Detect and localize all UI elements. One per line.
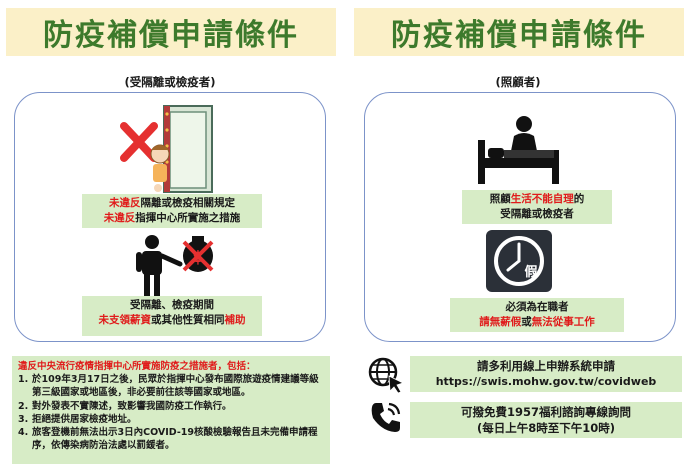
right-title-band: 防疫補償申請條件 xyxy=(354,8,684,56)
right-condition-box-2: 必須為在職者 請無薪假或無法從事工作 xyxy=(450,298,624,332)
globe-cursor-icon xyxy=(368,357,405,394)
right-subtitle: (照顧者) xyxy=(495,75,541,89)
bed-icon xyxy=(478,116,559,184)
right-condition-box-1: 照顧生活不能自理的 受隔離或檢疫者 xyxy=(462,190,612,224)
hotline-box: 可撥免費1957福利諮詢專線詢問 (每日上午8時至下午10時) xyxy=(410,402,682,438)
list-item: 4.旅客登機前無法出示3日內COVID-19核酸檢驗報告且未完備申請程序，依傳染… xyxy=(18,427,318,452)
right-title: 防疫補償申請條件 xyxy=(391,18,647,53)
list-item: 1.於109年3月17日之後，民眾於指揮中心發布國際旅遊疫情建議等級第三級國家或… xyxy=(18,374,319,399)
child-icon xyxy=(150,144,170,192)
notice-heading: 違反中央流行疫情指揮中心所實施防疫之措施者，包括： xyxy=(18,361,256,372)
person-icon xyxy=(136,235,183,296)
online-application-text: 請多利用線上申辦系統申請 xyxy=(477,359,615,373)
hotline-hours: (每日上午8時至下午10時) xyxy=(476,421,616,435)
money-bag-icon: $ xyxy=(182,236,214,272)
left-title-band: 防疫補償申請條件 xyxy=(6,8,336,56)
left-title: 防疫補償申請條件 xyxy=(43,18,299,53)
clock-icon: 假 xyxy=(486,230,552,292)
online-application-url[interactable]: https://swis.mohw.gov.tw/covidweb xyxy=(435,375,657,388)
clock-leave-char: 假 xyxy=(524,264,538,280)
left-condition-box-2: 受隔離、檢疫期間 未支領薪資或其他性質相同補助 xyxy=(82,296,262,336)
door-scene xyxy=(120,105,213,193)
person-scene: $ xyxy=(136,235,214,296)
left-subtitle: (受隔離或檢疫者) xyxy=(124,75,216,89)
list-item: 2.對外發表不實陳述，致影響我國防疫工作執行。 xyxy=(18,400,232,412)
online-application-box[interactable]: 請多利用線上申辦系統申請 https://swis.mohw.gov.tw/co… xyxy=(410,356,682,392)
notice-list: 1.於109年3月17日之後，民眾於指揮中心發布國際旅遊疫情建議等級第三級國家或… xyxy=(18,373,324,452)
violation-notice: 違反中央流行疫情指揮中心所實施防疫之措施者，包括： 1.於109年3月17日之後… xyxy=(12,356,330,464)
hotline-text: 可撥免費1957福利諮詢專線詢問 xyxy=(460,405,631,419)
list-item: 3.拒絕提供居家檢疫地址。 xyxy=(18,413,137,425)
red-x-icon xyxy=(120,122,158,162)
phone-icon xyxy=(371,402,401,432)
door-icon xyxy=(163,105,213,193)
left-condition-box-1: 未違反隔離或檢疫相關規定 未違反指揮中心所實施之措施 xyxy=(82,194,262,228)
